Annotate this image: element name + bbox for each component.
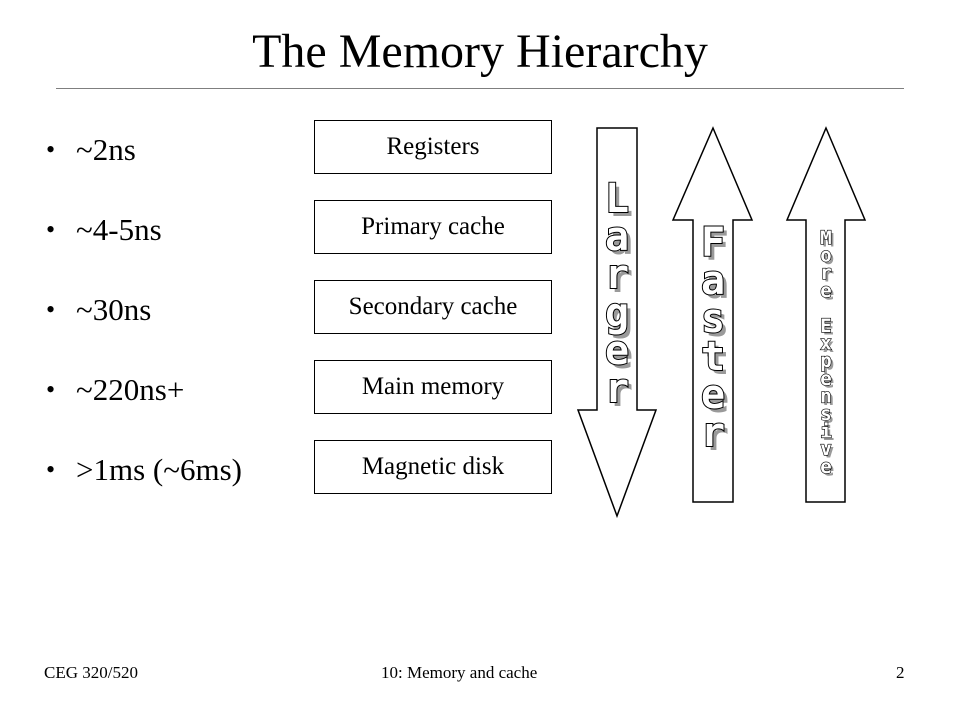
arrow-letter-shadow: r xyxy=(609,256,633,302)
arrow-letter: a xyxy=(701,258,725,304)
arrow-letter-shadow: e xyxy=(609,332,633,378)
arrow-letter-shadow: p xyxy=(823,353,834,375)
arrow-letter: s xyxy=(820,403,831,425)
access-time-item: • >1ms (~6ms) xyxy=(46,448,242,528)
arrow-letter: r xyxy=(605,366,629,412)
arrow-letter: e xyxy=(605,328,629,374)
access-time-item: • ~2ns xyxy=(46,128,242,208)
footer-course: CEG 320/520 xyxy=(44,663,138,682)
faster-arrow-shape xyxy=(671,126,754,503)
arrow-letter-shadow: E xyxy=(823,318,834,340)
arrow-letter-shadow: e xyxy=(823,458,834,480)
access-time-item: • ~30ns xyxy=(46,288,242,368)
arrow-letter: o xyxy=(820,245,831,267)
level-box-main-memory: Main memory xyxy=(314,360,552,414)
slide-title: The Memory Hierarchy xyxy=(252,25,708,78)
arrow-letter: x xyxy=(820,333,831,355)
arrow-letter: r xyxy=(605,252,629,298)
more-expensive-arrow-shape xyxy=(785,126,867,503)
arrow-letter-shadow: L xyxy=(609,180,633,226)
arrow-letter: s xyxy=(701,296,725,342)
arrow-letter: r xyxy=(701,410,725,456)
arrow-letter: e xyxy=(701,372,725,418)
level-box-magnetic-disk: Magnetic disk xyxy=(314,440,552,494)
arrow-letter-shadow: a xyxy=(705,262,729,308)
access-time-text: ~30ns xyxy=(76,292,152,327)
arrow-letter: L xyxy=(605,176,629,222)
title-divider xyxy=(56,88,904,89)
arrow-letter-shadow: M xyxy=(823,230,834,252)
arrow-letter-shadow: e xyxy=(705,376,729,422)
access-time-item: • ~220ns+ xyxy=(46,368,242,448)
arrow-letter: e xyxy=(820,368,831,390)
arrow-letter-shadow: t xyxy=(705,338,729,384)
arrow-letter-shadow: n xyxy=(823,388,834,410)
arrow-letter-shadow: x xyxy=(823,335,834,357)
access-time-text: >1ms (~6ms) xyxy=(76,452,243,487)
arrow-letter-shadow: s xyxy=(705,300,729,346)
arrow-letter-shadow: o xyxy=(823,247,834,269)
arrow-letter: v xyxy=(820,438,831,460)
arrow-letter-shadow: r xyxy=(705,414,729,460)
access-time-text: ~220ns+ xyxy=(76,372,185,407)
footer-topic: 10: Memory and cache xyxy=(381,663,538,682)
level-box-primary-cache: Primary cache xyxy=(314,200,552,254)
footer-page-number: 2 xyxy=(896,663,905,682)
access-time-list: • ~2ns • ~4-5ns • ~30ns • ~220ns+ • >1ms… xyxy=(46,128,242,528)
arrow-letter-shadow: i xyxy=(823,423,834,445)
arrow-letter-shadow: r xyxy=(609,370,633,416)
arrow-letter-shadow: v xyxy=(823,441,834,463)
access-time-text: ~2ns xyxy=(76,132,136,167)
access-time-text: ~4-5ns xyxy=(76,212,162,247)
arrow-letter-shadow: F xyxy=(705,224,729,270)
arrow-letter: M xyxy=(820,227,831,249)
arrow-letter: E xyxy=(820,315,831,337)
bullet-dot-icon: • xyxy=(46,455,56,484)
arrow-letter: i xyxy=(820,421,831,443)
arrow-letter: t xyxy=(701,334,725,380)
level-box-secondary-cache: Secondary cache xyxy=(314,280,552,334)
arrow-letter: r xyxy=(820,262,831,284)
bullet-dot-icon: • xyxy=(46,135,56,164)
arrow-letter: a xyxy=(605,214,629,260)
arrow-letter: g xyxy=(605,290,629,336)
level-box-registers: Registers xyxy=(314,120,552,174)
arrow-letter: e xyxy=(820,280,831,302)
larger-arrow-shape xyxy=(576,127,658,519)
arrow-letter-shadow: e xyxy=(823,370,834,392)
arrow-letter: e xyxy=(820,456,831,478)
access-time-item: • ~4-5ns xyxy=(46,208,242,288)
arrow-letter: F xyxy=(701,220,725,266)
arrow-letter-shadow: a xyxy=(609,218,633,264)
bullet-dot-icon: • xyxy=(46,215,56,244)
bullet-dot-icon: • xyxy=(46,375,56,404)
bullet-dot-icon: • xyxy=(46,295,56,324)
arrow-letter: n xyxy=(820,385,831,407)
arrow-letter-shadow: g xyxy=(609,294,633,340)
arrow-letter-shadow: s xyxy=(823,406,834,428)
arrow-letter: p xyxy=(820,350,831,372)
arrow-letter-shadow: r xyxy=(823,265,834,287)
arrow-letter-shadow: e xyxy=(823,282,834,304)
